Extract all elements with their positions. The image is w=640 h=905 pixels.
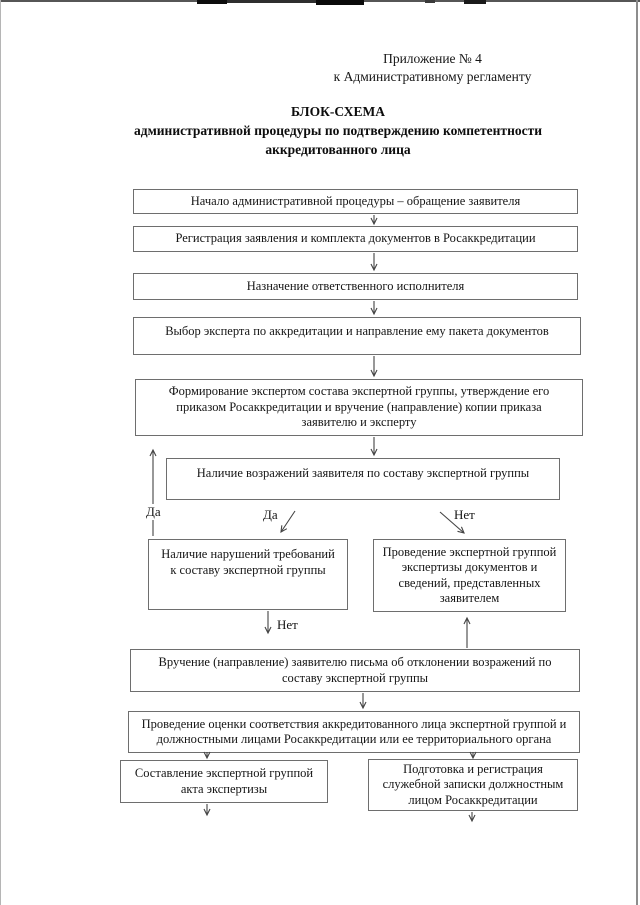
flow-box-start: Начало административной процедуры – обра…: [133, 189, 578, 214]
flow-box-registration: Регистрация заявления и комплекта докуме…: [133, 226, 578, 252]
flow-box-expert-selection: Выбор эксперта по аккредитации и направл…: [133, 317, 581, 355]
page-border-right: [636, 0, 638, 905]
label-branch-yes: Да: [263, 507, 278, 522]
scan-artifact: [316, 0, 364, 5]
scan-artifact: [197, 0, 227, 4]
flow-box-expertise: Проведение экспертной группой экспертизы…: [373, 539, 566, 612]
scan-artifact: [227, 0, 317, 3]
title-line-1: БЛОК-СХЕМА: [290, 104, 386, 119]
title-line-2: административной процедуры по подтвержде…: [134, 123, 542, 138]
appendix-line-1: Приложение № 4: [383, 51, 482, 66]
scan-artifact: [425, 0, 435, 3]
appendix-header: Приложение № 4 к Административному регла…: [290, 50, 575, 86]
flow-box-violations-check: Наличие нарушений требований к составу э…: [148, 539, 348, 610]
flow-box-memo: Подготовка и регистрация служебной запис…: [368, 759, 578, 811]
page-border-left: [0, 0, 1, 905]
scan-artifact: [464, 0, 486, 4]
title-line-3: аккредитованного лица: [265, 142, 411, 157]
flow-box-rejection-letter: Вручение (направление) заявителю письма …: [130, 649, 580, 692]
arrow-branch-yes: [280, 510, 296, 534]
appendix-line-2: к Административному регламенту: [333, 69, 532, 84]
label-branch-no: Нет: [454, 507, 475, 522]
flow-box-group-formation: Формирование экспертом состава экспертно…: [135, 379, 583, 436]
arrow-branch-no: [439, 511, 465, 534]
label-loop-yes: Да: [145, 504, 162, 520]
label-violations-no: Нет: [277, 617, 298, 632]
flow-box-conformity-assessment: Проведение оценки соответствия аккредито…: [128, 711, 580, 753]
flow-box-assign-executor: Назначение ответственного исполнителя: [133, 273, 578, 300]
document-title: БЛОК-СХЕМА административной процедуры по…: [38, 102, 638, 159]
flow-box-objections-check: Наличие возражений заявителя по составу …: [166, 458, 560, 500]
flow-box-expertise-act: Составление экспертной группой акта эксп…: [120, 760, 328, 803]
